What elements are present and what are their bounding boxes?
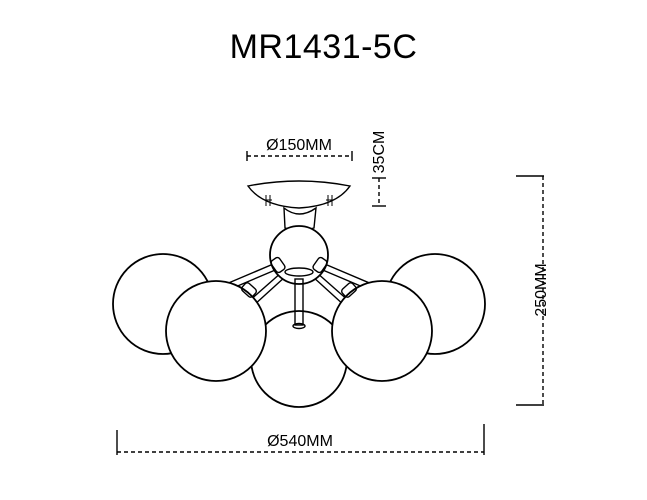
canopy-diameter-dimension: Ø150MM xyxy=(246,137,353,161)
model-title: MR1431-5C xyxy=(229,28,418,66)
canopy-height-dimension: 35CM xyxy=(371,131,388,207)
total-height-dimension: 250MM xyxy=(516,175,550,406)
canopy-height-label: 35CM xyxy=(371,131,388,174)
center-stem xyxy=(292,278,306,330)
lamp-body xyxy=(112,180,486,408)
arm-sockets xyxy=(270,256,328,277)
canopy-screw-left xyxy=(264,195,272,206)
canopy-screw-right xyxy=(326,195,334,206)
total-height-label: 250MM xyxy=(533,263,550,316)
canopy-diameter-label: Ø150MM xyxy=(266,137,332,154)
glass-ball-front-left xyxy=(165,280,267,382)
ball-sockets xyxy=(240,282,358,298)
total-diameter-dimension: Ø540MM xyxy=(116,424,485,455)
canopy xyxy=(246,180,352,209)
total-diameter-label: Ø540MM xyxy=(267,433,333,450)
glass-ball-front-right xyxy=(331,280,433,382)
